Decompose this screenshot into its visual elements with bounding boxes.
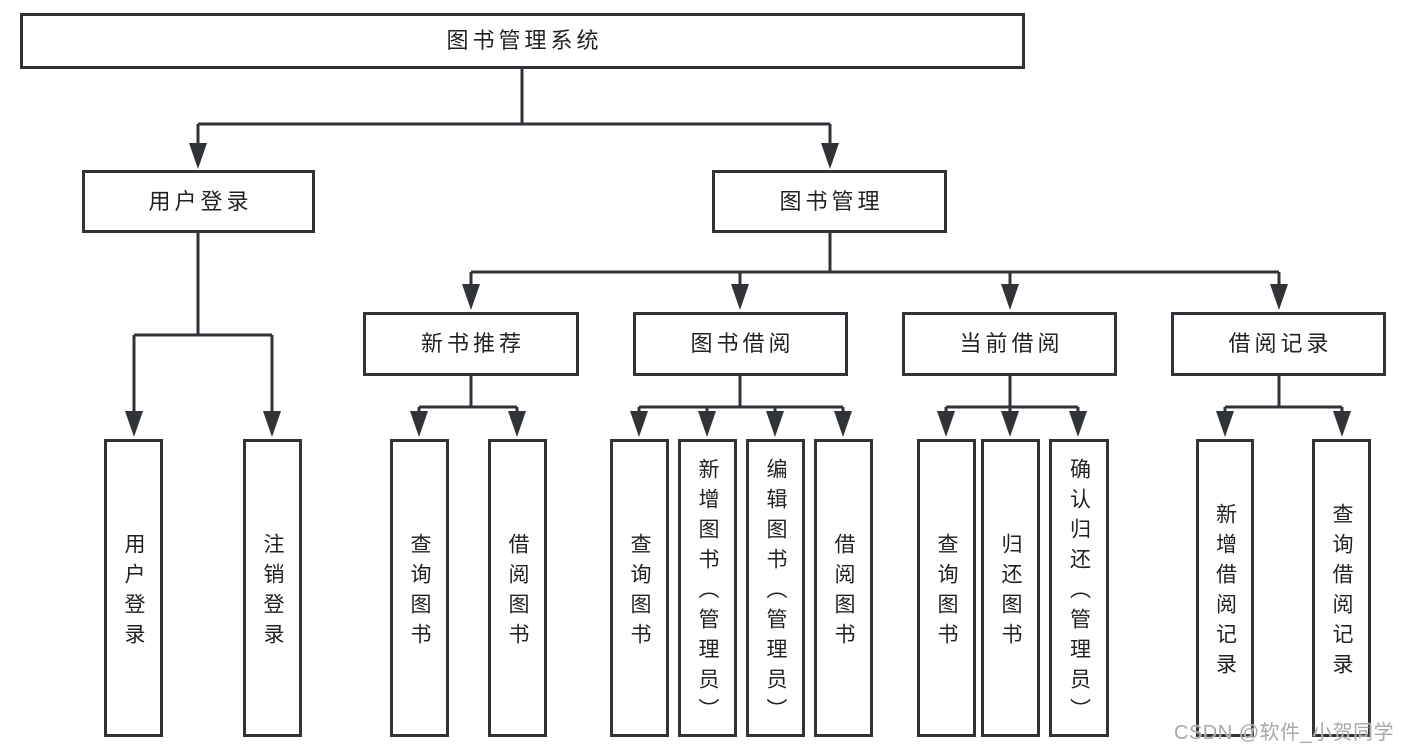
node-label: 用户登录 — [122, 532, 145, 653]
leaf-add-book-admin: 新增图书（管理员） — [678, 439, 737, 737]
node-label: 新书推荐 — [420, 331, 525, 356]
node-label: 借阅图书 — [832, 532, 855, 653]
node-label: 用户登录 — [148, 188, 253, 214]
node-user-login-module: 用户登录 — [82, 170, 315, 233]
leaf-query-borrow-record: 查询借阅记录 — [1312, 439, 1371, 737]
node-label: 图书管理系统 — [446, 28, 603, 53]
leaf-logout: 注销登录 — [243, 439, 302, 737]
leaf-add-borrow-record: 新增借阅记录 — [1196, 439, 1254, 737]
leaf-user-login: 用户登录 — [104, 439, 163, 737]
leaf-query-book-recommend: 查询图书 — [390, 439, 449, 737]
node-label: 确认归还（管理员） — [1067, 457, 1091, 728]
node-current-borrow: 当前借阅 — [902, 312, 1117, 376]
leaf-query-book-borrow: 查询图书 — [610, 439, 669, 737]
node-label: 当前借阅 — [959, 331, 1064, 356]
node-label: 查询图书 — [935, 532, 958, 653]
node-library-system: 图书管理系统 — [20, 13, 1025, 69]
node-label: 图书管理 — [779, 188, 884, 214]
node-label: 借阅图书 — [506, 532, 529, 653]
leaf-query-book-current: 查询图书 — [917, 439, 976, 737]
node-new-book-recommend: 新书推荐 — [363, 312, 579, 376]
leaf-edit-book-admin: 编辑图书（管理员） — [746, 439, 805, 737]
node-label: 查询借阅记录 — [1330, 502, 1353, 683]
node-label: 新增图书（管理员） — [696, 457, 719, 728]
node-book-borrow: 图书借阅 — [633, 312, 848, 376]
node-label: 图书借阅 — [690, 331, 795, 356]
node-label: 归还图书 — [999, 532, 1022, 653]
leaf-return-book: 归还图书 — [981, 439, 1040, 737]
leaf-borrow-book: 借阅图书 — [814, 439, 873, 737]
node-label: 查询图书 — [628, 532, 651, 653]
leaf-confirm-return-admin: 确认归还（管理员） — [1049, 439, 1109, 737]
csdn-watermark: CSDN @软件_小贺同学 — [1174, 722, 1395, 744]
node-label: 注销登录 — [261, 532, 284, 653]
node-label: 编辑图书（管理员） — [764, 457, 787, 728]
node-book-management: 图书管理 — [712, 170, 947, 233]
node-label: 新增借阅记录 — [1213, 502, 1237, 683]
node-label: 借阅记录 — [1228, 331, 1333, 356]
node-label: 查询图书 — [408, 532, 431, 653]
leaf-borrow-book-recommend: 借阅图书 — [488, 439, 547, 737]
node-borrow-records: 借阅记录 — [1171, 312, 1386, 376]
